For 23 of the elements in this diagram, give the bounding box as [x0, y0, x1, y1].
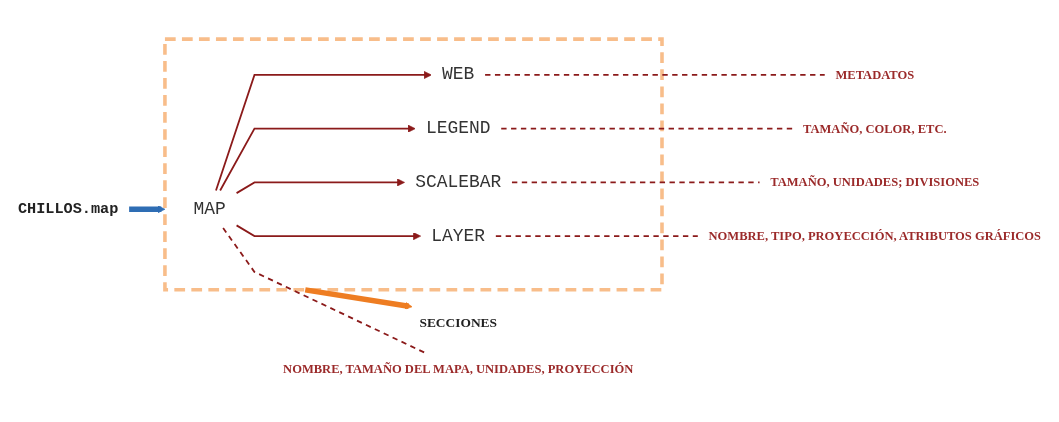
connector	[500, 127, 794, 130]
node-text: TAMAÑO, COLOR, ETC.	[803, 121, 947, 136]
connector	[484, 73, 826, 76]
node-text: MAP	[193, 198, 226, 219]
node-text: METADATOS	[835, 67, 915, 82]
cluster	[163, 37, 664, 292]
node-text: SECCIONES	[419, 314, 498, 329]
node-text: TAMAÑO, UNIDADES; DIVISIONES	[770, 175, 980, 189]
node-text: SCALEBAR	[415, 171, 502, 192]
node-text: NOMBRE, TIPO, PROYECCIÓN, ATRIBUTOS GRÁFICOS	[708, 229, 1042, 243]
arrow	[129, 205, 166, 213]
node-text: LAYER	[431, 225, 486, 246]
arrow	[304, 286, 413, 310]
arrow	[215, 70, 432, 192]
arrow	[219, 124, 416, 192]
connector	[511, 181, 761, 184]
arrow	[235, 178, 405, 194]
arrow	[235, 224, 421, 240]
node-text: WEB	[442, 63, 475, 85]
connector	[494, 234, 699, 237]
node-text: NOMBRE, TAMAÑO DEL MAPA, UNIDADES, PROYECCIÓN	[283, 361, 634, 376]
node-text: CHILLOS.map	[17, 200, 119, 218]
node-text: LEGEND	[426, 117, 491, 139]
